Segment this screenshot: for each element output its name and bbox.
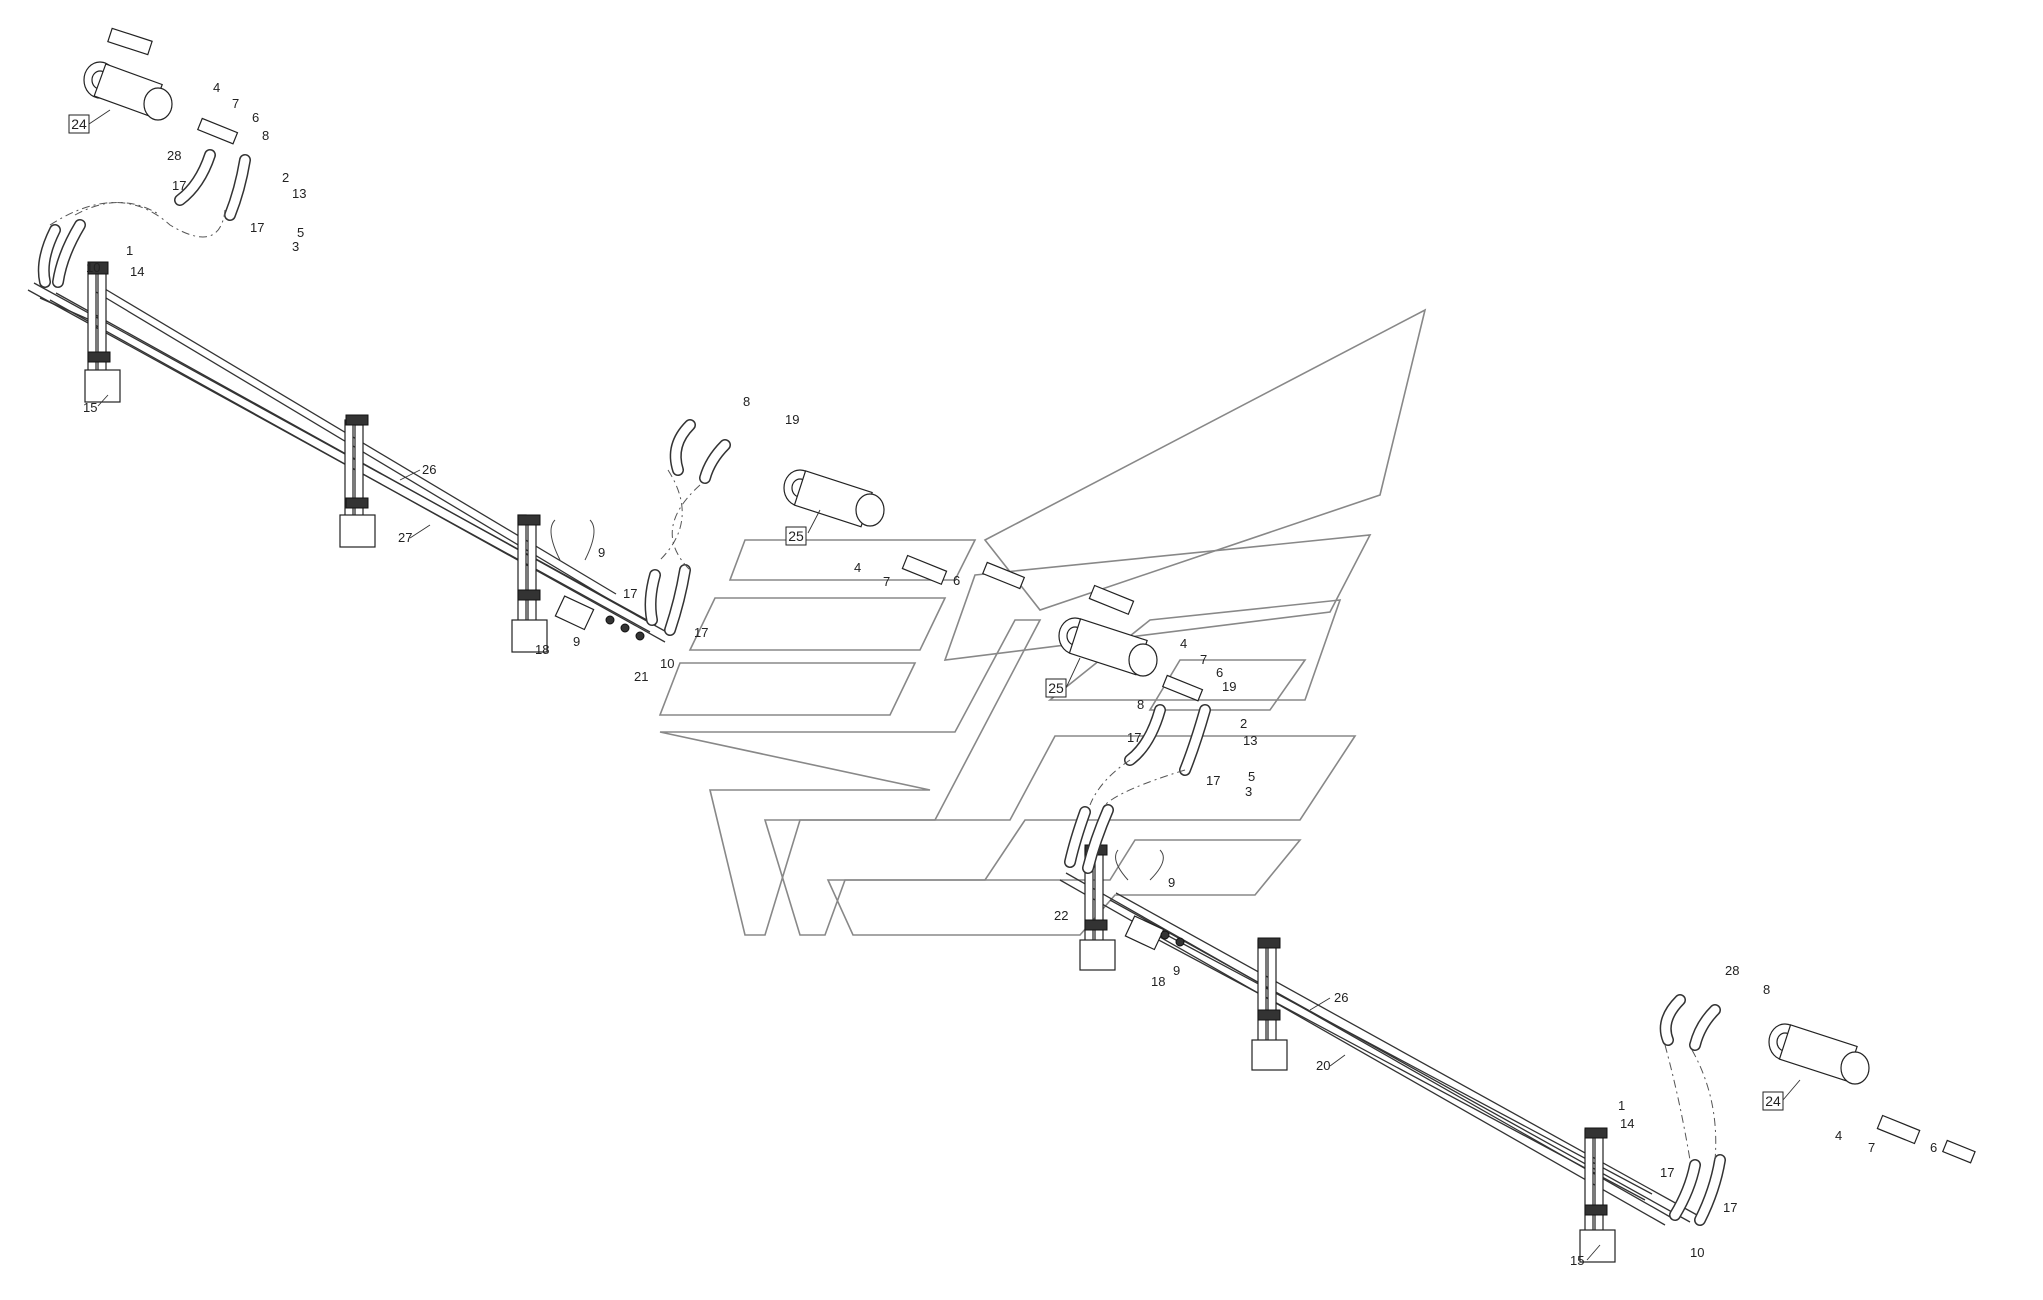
hoses-left — [37, 149, 251, 288]
svg-text:8: 8 — [1763, 982, 1770, 997]
label-box-25-center: 25 — [785, 526, 807, 546]
svg-text:25: 25 — [1048, 680, 1064, 696]
svg-text:10: 10 — [660, 656, 674, 671]
svg-text:1: 1 — [1618, 1098, 1625, 1113]
svg-text:6: 6 — [252, 110, 259, 125]
bracket-mid2 — [511, 514, 548, 653]
svg-text:7: 7 — [1200, 652, 1207, 667]
svg-text:3: 3 — [292, 239, 299, 254]
hoses-right-mid — [1064, 704, 1211, 874]
svg-text:4: 4 — [854, 560, 861, 575]
svg-text:18: 18 — [1151, 974, 1165, 989]
svg-text:8: 8 — [262, 128, 269, 143]
svg-text:9: 9 — [573, 634, 580, 649]
svg-text:7: 7 — [883, 574, 890, 589]
svg-text:7: 7 — [232, 96, 239, 111]
svg-text:27: 27 — [398, 530, 412, 545]
svg-text:17: 17 — [694, 625, 708, 640]
svg-text:9: 9 — [1173, 963, 1180, 978]
svg-text:19: 19 — [785, 412, 799, 427]
callouts-center: 8 19 4 7 6 9 17 17 18 9 10 21 — [535, 394, 960, 684]
svg-text:21: 21 — [634, 669, 648, 684]
bracket-right — [1579, 1127, 1616, 1263]
svg-text:6: 6 — [953, 573, 960, 588]
svg-text:13: 13 — [292, 186, 306, 201]
svg-text:10: 10 — [86, 260, 100, 275]
svg-text:26: 26 — [422, 462, 436, 477]
svg-text:4: 4 — [1835, 1128, 1842, 1143]
svg-text:4: 4 — [1180, 636, 1187, 651]
leader-lines — [88, 109, 1801, 1261]
svg-text:14: 14 — [1620, 1116, 1634, 1131]
svg-text:17: 17 — [1127, 730, 1141, 745]
svg-text:1: 1 — [126, 243, 133, 258]
svg-text:22: 22 — [1054, 908, 1068, 923]
bracket-mid3 — [1079, 844, 1116, 971]
label-box-24-right: 24 — [1762, 1091, 1784, 1111]
callouts-right: 26 20 28 8 4 7 6 1 14 17 17 15 10 — [1316, 963, 1937, 1268]
svg-text:17: 17 — [1660, 1165, 1674, 1180]
label-box-25-right: 25 — [1045, 678, 1067, 698]
hoses-center — [644, 419, 731, 636]
svg-text:17: 17 — [623, 586, 637, 601]
svg-text:15: 15 — [83, 400, 97, 415]
svg-text:24: 24 — [1765, 1093, 1781, 1109]
callouts-left: 4 7 6 8 28 17 2 13 17 5 3 1 10 14 15 26 … — [83, 80, 436, 545]
svg-text:15: 15 — [1570, 1253, 1584, 1268]
svg-text:8: 8 — [743, 394, 750, 409]
valve-right — [1115, 849, 1185, 951]
svg-text:7: 7 — [1868, 1140, 1875, 1155]
hoses-right — [1659, 994, 1726, 1226]
svg-text:28: 28 — [1725, 963, 1739, 978]
svg-text:18: 18 — [535, 642, 549, 657]
svg-text:2: 2 — [282, 170, 289, 185]
bracket-mid4 — [1251, 937, 1288, 1071]
svg-text:8: 8 — [1137, 697, 1144, 712]
svg-text:17: 17 — [250, 220, 264, 235]
svg-text:24: 24 — [71, 116, 87, 132]
svg-text:17: 17 — [1206, 773, 1220, 788]
cylinder-bottom-right — [1768, 1023, 1976, 1164]
svg-text:2: 2 — [1240, 716, 1247, 731]
svg-text:17: 17 — [172, 178, 186, 193]
svg-text:9: 9 — [1168, 875, 1175, 890]
svg-text:5: 5 — [297, 225, 304, 240]
valve-center — [550, 519, 645, 641]
svg-text:3: 3 — [1245, 784, 1252, 799]
callouts-right-mid: 4 7 6 19 8 17 2 13 5 17 3 9 22 18 9 — [1054, 636, 1257, 989]
svg-text:26: 26 — [1334, 990, 1348, 1005]
svg-text:28: 28 — [167, 148, 181, 163]
svg-text:10: 10 — [1690, 1245, 1704, 1260]
svg-text:14: 14 — [130, 264, 144, 279]
svg-text:9: 9 — [598, 545, 605, 560]
svg-text:19: 19 — [1222, 679, 1236, 694]
svg-text:17: 17 — [1723, 1200, 1737, 1215]
svg-text:5: 5 — [1248, 769, 1255, 784]
svg-text:6: 6 — [1930, 1140, 1937, 1155]
svg-text:4: 4 — [213, 80, 220, 95]
bracket-left — [84, 261, 121, 403]
label-box-24-left: 24 — [68, 114, 90, 134]
cylinder-right-mid — [1058, 584, 1204, 702]
svg-text:20: 20 — [1316, 1058, 1330, 1073]
svg-text:25: 25 — [788, 528, 804, 544]
svg-text:6: 6 — [1216, 665, 1223, 680]
svg-text:13: 13 — [1243, 733, 1257, 748]
bracket-mid1 — [339, 414, 376, 548]
cylinder-center — [783, 469, 1026, 590]
cylinder-top-left — [83, 27, 239, 145]
watermark-logo — [658, 308, 1427, 936]
